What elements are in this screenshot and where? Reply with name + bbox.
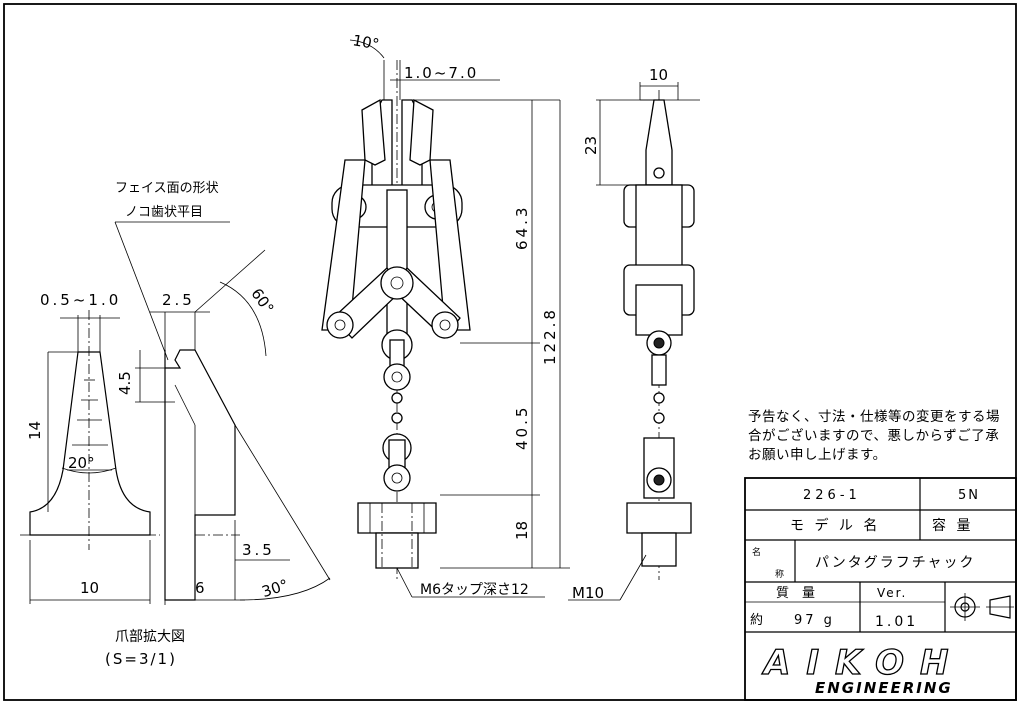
company-logo: AIKOH	[761, 643, 965, 683]
dim-serr: 4.5	[116, 371, 134, 395]
title-block	[744, 477, 1017, 701]
dim-405: 40.5	[513, 405, 531, 450]
dim-stroke: 1.0~7.0	[404, 64, 478, 82]
dim-1228: 122.8	[541, 307, 559, 365]
product-name: パンタグラフチャック	[815, 555, 976, 571]
dim-angle60: 60°	[247, 285, 277, 317]
ver-header: Ver.	[877, 586, 907, 600]
dim-angle10: 10°	[351, 31, 380, 53]
hex-nut	[357, 502, 437, 534]
detail-title: 爪部拡大図	[115, 629, 185, 645]
face-note-2: ノコ歯状平目	[125, 205, 203, 220]
dim-35: 3.5	[242, 541, 275, 559]
mass-header: 質 量	[776, 586, 815, 601]
front-view	[321, 39, 570, 598]
dim-width: 10	[80, 579, 99, 597]
detail-view	[20, 221, 331, 605]
model-header: モ デ ル 名	[790, 517, 880, 534]
version: 1.01	[875, 614, 918, 630]
dim-tip: 0.5~1.0	[40, 291, 121, 309]
name-label-2: 称	[775, 568, 784, 580]
dim-step: 2.5	[162, 291, 195, 309]
tap-note: M6タップ深さ12	[420, 582, 529, 598]
capacity-header: 容 量	[932, 517, 973, 534]
dim-height: 14	[26, 421, 44, 440]
notes-text: 予告なく、寸法・仕様等の変更をする場合がございますので、悪しからずご了承お願い申…	[748, 409, 1000, 463]
jaw-side-outline	[164, 349, 236, 601]
dim-6: 6	[195, 579, 205, 597]
mass-value: 97 g	[794, 613, 835, 628]
side-dim-23: 23	[582, 136, 600, 155]
capacity: 5N	[958, 488, 980, 503]
company-sub: ENGINEERING	[815, 679, 953, 697]
sheet-border	[3, 3, 1017, 701]
model-no: 226-1	[803, 488, 861, 503]
name-label-1: 名	[752, 546, 761, 558]
dim-angle30: 30°	[260, 576, 291, 601]
side-view	[568, 82, 700, 601]
dim-18: 18	[513, 521, 531, 540]
side-dim-10: 10	[649, 66, 668, 84]
mass-prefix: 約	[750, 613, 763, 628]
dim-643: 64.3	[513, 205, 531, 250]
face-note-1: フェイス面の形状	[115, 181, 219, 196]
side-thread: M10	[572, 584, 604, 602]
detail-scale: (S=3/1)	[105, 650, 177, 668]
dim-angle20: 20°	[68, 454, 95, 472]
